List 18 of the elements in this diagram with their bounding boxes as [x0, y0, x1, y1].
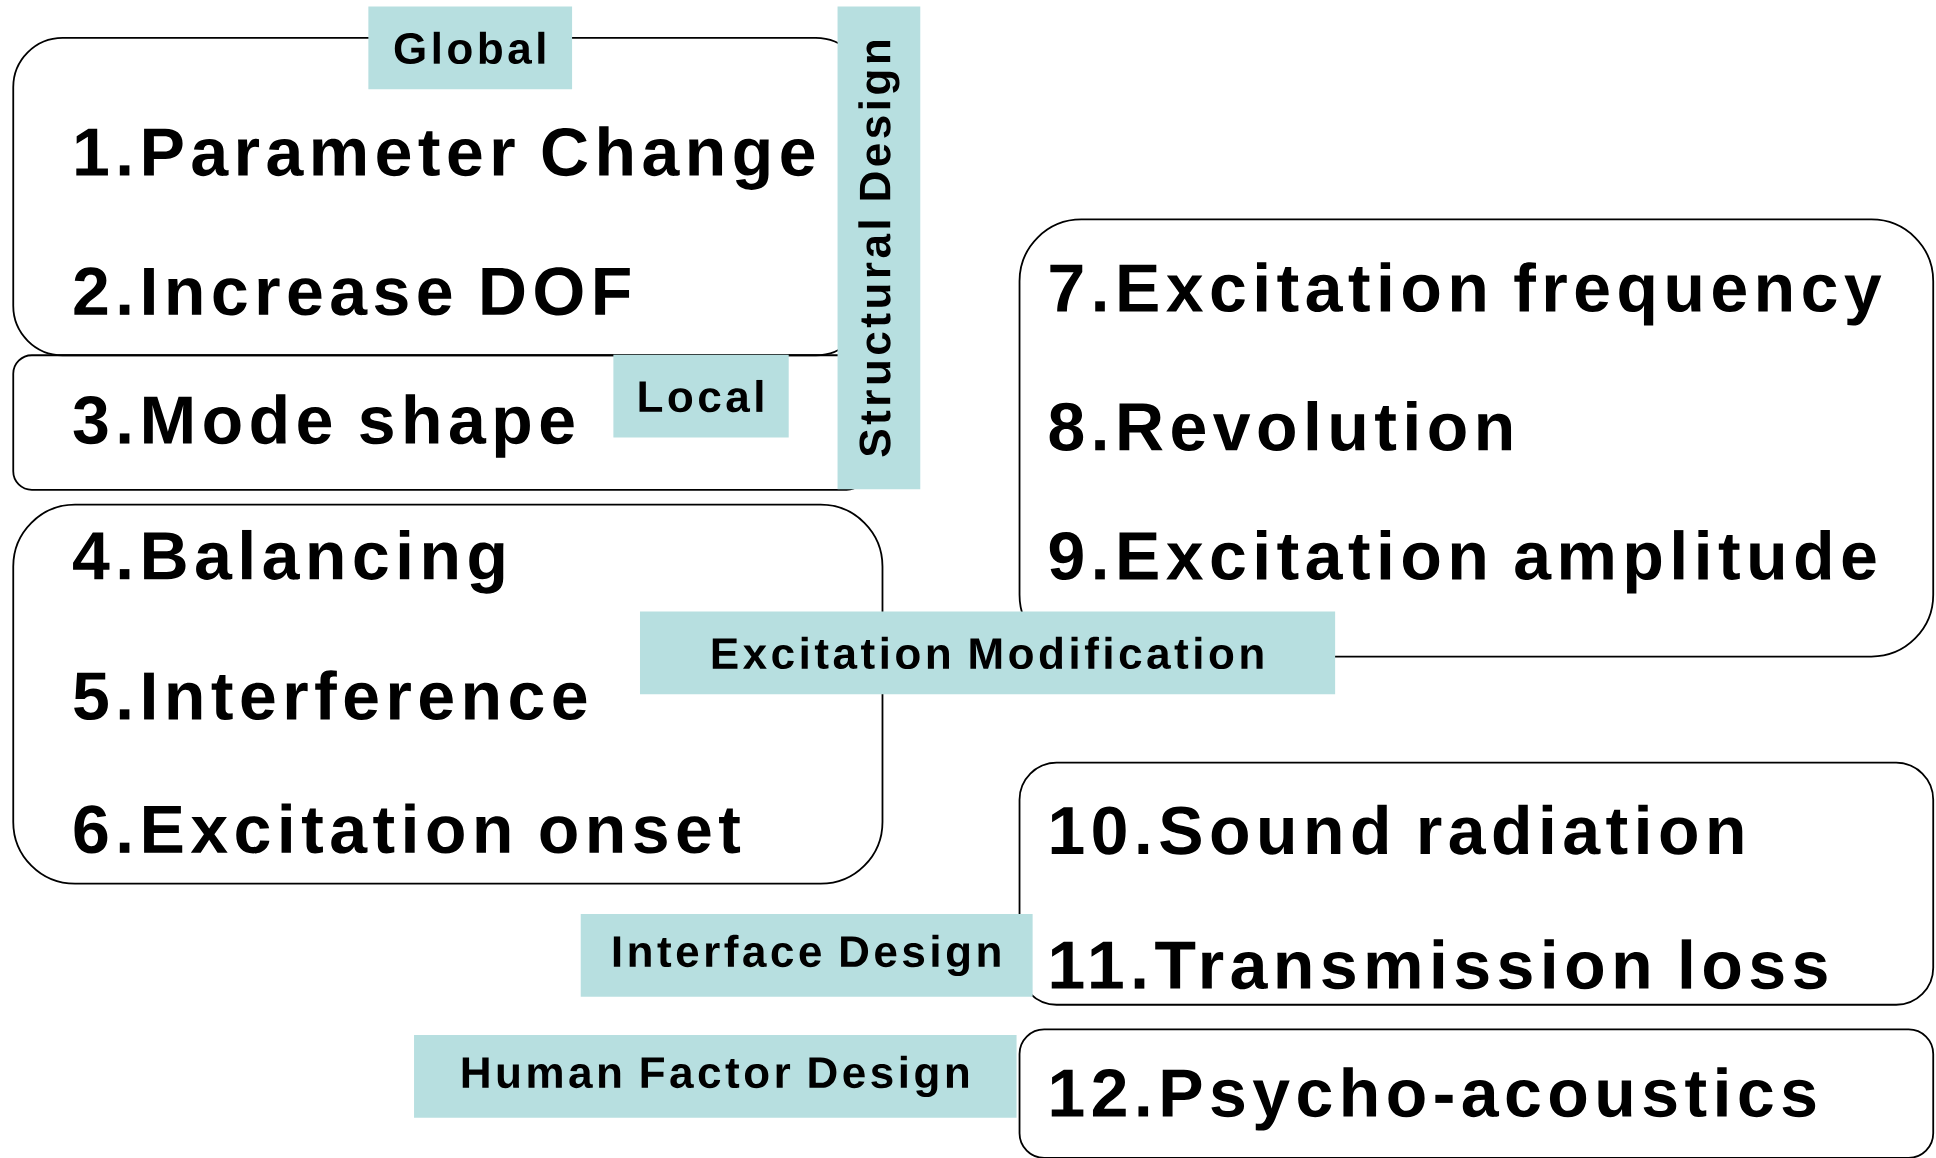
item-text: 4.Balancing [73, 529, 504, 594]
item-text: 2.Increase DOF [74, 267, 630, 316]
item-text: 5.Interference [74, 670, 587, 721]
category-tag: Local [613, 354, 789, 438]
item-text: 12.Psycho-acoustics [1051, 1067, 1816, 1131]
category-tag: Human Factor Design [414, 1035, 1017, 1118]
category-tag: Excitation Modification [640, 611, 1336, 695]
item-text: 1.Parameter Change [76, 126, 815, 190]
category-tag: Global [368, 6, 573, 90]
item-text: 7.Excitation frequency [1050, 262, 1882, 326]
category-tag: Structural Design [837, 6, 921, 490]
category-tag: Interface Design [580, 914, 1033, 997]
item-text: 3.Mode shape [73, 394, 574, 458]
item-text: 6.Excitation onset [74, 803, 741, 854]
item-text: 10.Sound radiation [1051, 804, 1743, 855]
item-text: 9.Excitation amplitude [1049, 530, 1876, 594]
item-text: 8.Revolution [1049, 400, 1512, 451]
item-text: 11.Transmission loss [1051, 939, 1827, 990]
